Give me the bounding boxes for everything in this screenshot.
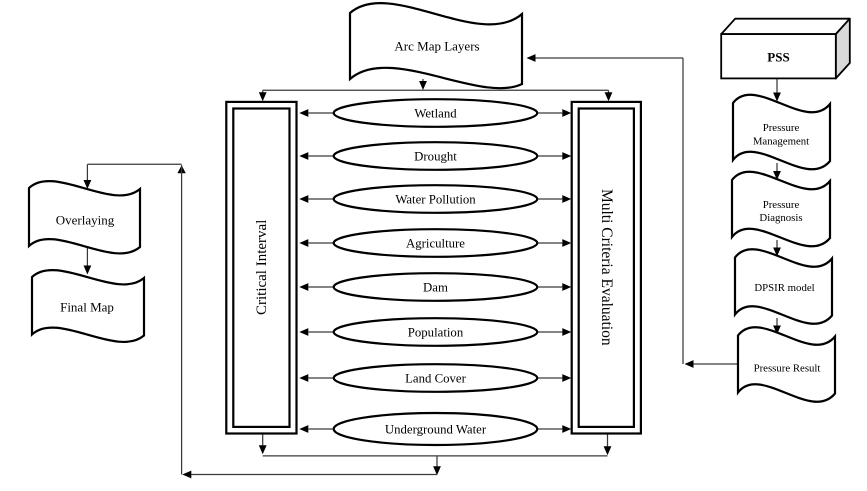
svg-text:Arc Map Layers: Arc Map Layers [394,39,479,54]
svg-text:PSS: PSS [767,49,789,64]
svg-text:Multi Criteria Evaluation: Multi Criteria Evaluation [598,189,615,346]
svg-text:Pressure: Pressure [763,199,800,211]
svg-text:Overlaying: Overlaying [56,213,115,228]
svg-text:Underground Water: Underground Water [385,423,487,437]
svg-text:Management: Management [753,136,809,148]
svg-text:Pressure: Pressure [763,122,800,134]
svg-text:DPSIR model: DPSIR model [754,282,814,294]
svg-text:Population: Population [408,326,464,340]
svg-text:Dam: Dam [423,281,448,295]
svg-text:Pressure Result: Pressure Result [754,362,821,374]
svg-text:Agriculture: Agriculture [406,237,465,251]
svg-text:Drought: Drought [414,150,457,164]
svg-text:Diagnosis: Diagnosis [759,212,802,224]
svg-text:Final Map: Final Map [60,300,114,315]
svg-text:Water Pollution: Water Pollution [395,193,476,207]
svg-text:Wetland: Wetland [414,107,457,121]
svg-text:Land Cover: Land Cover [405,372,467,386]
svg-text:Critical Interval: Critical Interval [254,220,270,315]
